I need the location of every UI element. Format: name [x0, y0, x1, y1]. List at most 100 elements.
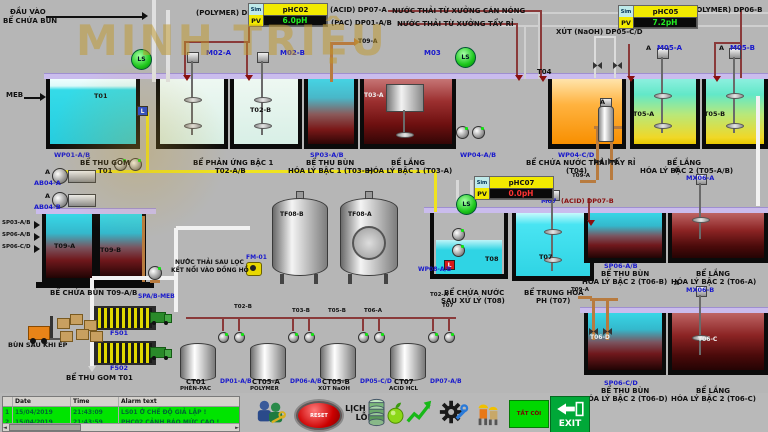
alarm-scrollbar[interactable]: ◄ ► [3, 423, 239, 431]
alarm-history-button[interactable]: LỊCH SỬ LỖI [341, 398, 385, 429]
label: BỂ CHỨA NƯỚC THẢI TẨY RỈ [526, 159, 636, 167]
label: M07 [541, 197, 557, 205]
exit-button[interactable]: EXIT [550, 396, 590, 432]
label: T09-A [572, 173, 590, 179]
flow-arrow-icon [40, 93, 46, 101]
label: BỂ THU BÙN [601, 270, 650, 278]
pump-status-dot [295, 333, 298, 336]
level-sensor-indicator[interactable]: LS [455, 47, 476, 68]
pump-body [598, 106, 614, 142]
pump-status-dot [311, 333, 314, 336]
flow-arrow-icon [88, 366, 96, 372]
trend-button[interactable] [404, 397, 434, 430]
truck-cab [164, 349, 172, 358]
eco-button[interactable] [386, 397, 404, 430]
label: CT05-B [322, 378, 350, 386]
label: HÓA LÝ BẬC 2 (T06-B) [582, 278, 668, 286]
pump-icon [428, 332, 439, 343]
mixer-shaft [551, 199, 553, 271]
pump-icon [374, 332, 385, 343]
alarm-cell-no: 2 [3, 417, 13, 427]
mixer-blade [726, 123, 744, 129]
pipe [588, 198, 590, 222]
label: SAU XỬ LÝ (T08) [441, 297, 505, 305]
pipe [594, 38, 596, 78]
database-button[interactable] [367, 397, 385, 430]
cargo-box-icon [76, 329, 89, 340]
pipe [448, 317, 450, 331]
clarifier-shaft [403, 110, 405, 134]
pv-label: PV [477, 189, 487, 198]
flow-arrow-icon [142, 12, 148, 20]
pipe [362, 317, 364, 331]
label: M02-A [206, 49, 232, 57]
settings-button[interactable] [436, 397, 469, 430]
label: CT01 [186, 378, 206, 386]
tank-t08 [430, 212, 508, 279]
flow-arrow-icon [539, 76, 547, 82]
mixer-blade [544, 229, 562, 235]
reset-button[interactable]: RESET [294, 399, 344, 432]
label: TF08-B [280, 211, 304, 218]
label: XÚT NaOH [318, 386, 350, 392]
scroll-right-icon[interactable]: ► [235, 424, 239, 431]
blower-motor [68, 170, 96, 183]
label: HÓA LÝ BẬC 1 (T03-B) [288, 167, 374, 175]
level-sensor-indicator[interactable]: LS [131, 49, 152, 70]
reset-button-label: RESET [310, 412, 328, 419]
chemical-tank [320, 343, 356, 381]
pipe [150, 280, 160, 283]
mixer-motor [695, 174, 707, 185]
maintenance-button[interactable] [471, 397, 504, 430]
label: DP06-A/B [290, 378, 322, 385]
label: WP04-A/B [460, 151, 497, 159]
label: PH (T07) [536, 297, 571, 305]
scroll-thumb[interactable] [8, 424, 81, 431]
clarifier-icon [386, 84, 424, 140]
mixer-blade [544, 257, 562, 263]
truck-cab [164, 314, 172, 323]
label: BỂ LẮNG [696, 387, 731, 395]
mixer-icon [653, 48, 672, 136]
leaf-icon [387, 397, 404, 431]
label: A [45, 168, 51, 176]
level-sensor-indicator[interactable]: LS [456, 194, 477, 215]
flow-arrow-icon [587, 220, 595, 226]
mixer-blade [654, 123, 672, 129]
pipe [60, 170, 436, 173]
label: MEB [6, 91, 24, 99]
valve-icon [603, 320, 612, 339]
label: SPA/B-MEB [138, 293, 175, 300]
label: T05-B [704, 110, 726, 118]
label: SP06-A/B [604, 262, 638, 270]
truck-wheel [164, 321, 168, 325]
label: AB04-B [34, 203, 61, 211]
clarifier-drum [386, 84, 424, 112]
label: T08 [485, 255, 499, 263]
horn-off-button[interactable]: TẮT CÒI [509, 400, 549, 428]
pipe [594, 36, 616, 38]
pump-icon [148, 266, 162, 280]
vessel-tf08-b [272, 198, 328, 276]
tank-t09a [42, 214, 96, 283]
label: ĐẦU VÀO [10, 8, 46, 16]
label: SP03-A/B [310, 151, 344, 159]
label: (POLYMER) DP06-A [196, 9, 271, 17]
label: A [600, 98, 606, 106]
alarm-history-button-label: LỊCH SỬ LỖI [345, 403, 381, 422]
filter-press [94, 341, 156, 365]
pipe [184, 41, 250, 43]
mixer-shaft [699, 295, 701, 355]
pipe [596, 128, 599, 180]
pipe [292, 317, 294, 331]
login-button[interactable] [252, 397, 288, 430]
scroll-left-icon[interactable]: ◄ [3, 424, 7, 431]
pipe [610, 128, 613, 180]
